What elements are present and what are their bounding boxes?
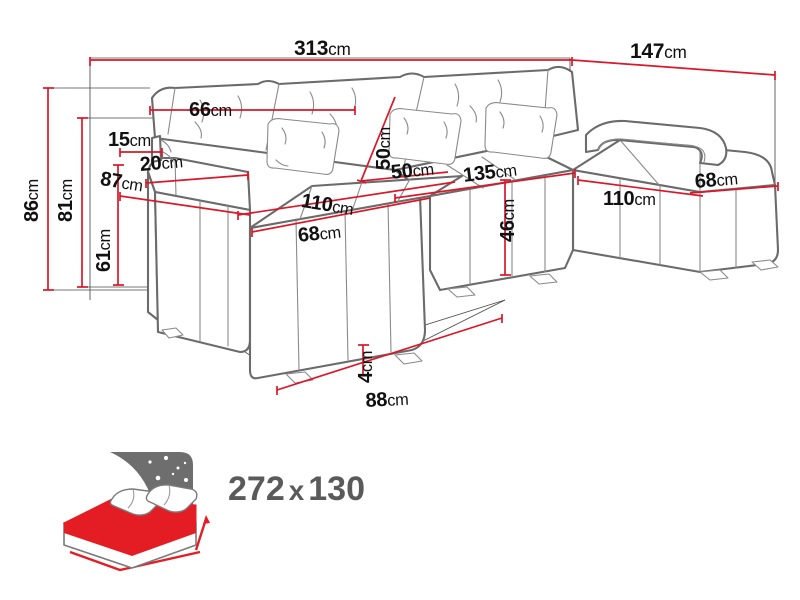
dimension-lines	[43, 57, 779, 395]
dimension-label-68cm-right: 68cm	[693, 169, 739, 193]
bed-size-separator: x	[288, 475, 305, 506]
dimension-label-15cm: 15cm	[108, 129, 151, 151]
bed-length-value: 130	[308, 470, 365, 508]
bed-width-value: 272	[228, 470, 285, 508]
dimension-label-61cm: 61cm	[93, 229, 115, 272]
dimension-label-66cm: 66cm	[189, 99, 232, 121]
dimension-label-86cm: 86cm	[21, 179, 43, 222]
dimension-label-147cm: 147cm	[630, 40, 687, 63]
dimension-label-46cm: 46cm	[497, 199, 519, 242]
dimension-label-81cm: 81cm	[55, 179, 77, 222]
sofa-outline	[146, 65, 780, 384]
dimension-label-313cm: 313cm	[294, 37, 351, 60]
dimension-label-88cm: 88cm	[364, 388, 409, 412]
dimension-label-20cm: 20cm	[138, 152, 184, 176]
dimension-label-4cm: 4cm	[355, 350, 377, 383]
dimension-label-110cm-right: 110cm	[603, 188, 656, 210]
sleeping-function-bed-icon	[62, 452, 210, 572]
